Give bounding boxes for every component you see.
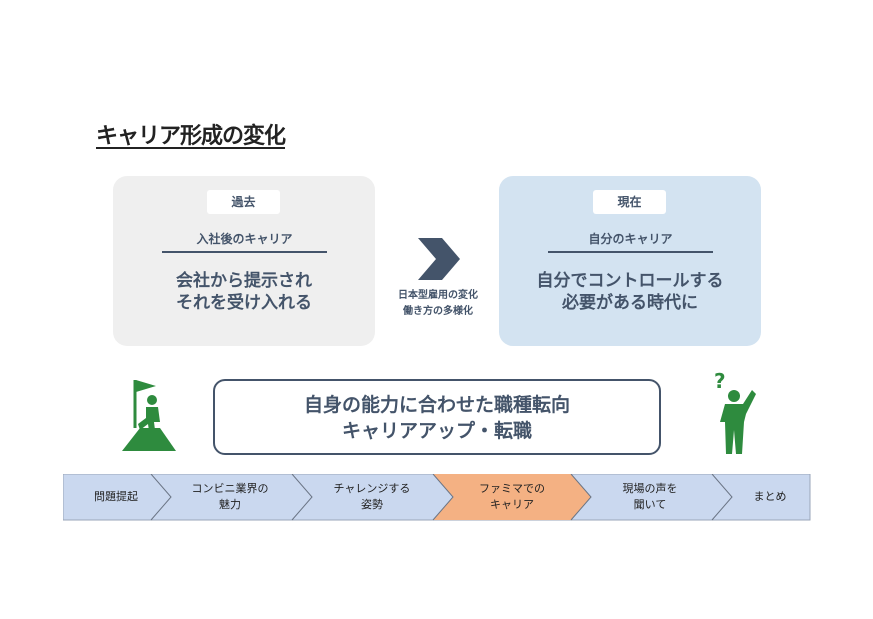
center-message: 自身の能力に合わせた職種転向キャリアアップ・転職 [213, 379, 661, 455]
past-label: 入社後のキャリア [162, 230, 327, 253]
present-badge: 現在 [593, 190, 666, 214]
past-text: 会社から提示されそれを受け入れる [176, 271, 312, 313]
page-title: キャリア形成の変化 [96, 124, 286, 149]
present-card: 現在 自分のキャリア 自分でコントロールする必要がある時代に [499, 176, 761, 346]
climber-flag-icon [122, 380, 176, 451]
step-summary[interactable]: まとめ [753, 490, 787, 503]
step-challenge[interactable]: チャレンジする姿勢 [333, 482, 411, 511]
present-label: 自分のキャリア [548, 230, 713, 253]
step-problem[interactable]: 問題提起 [94, 490, 138, 503]
past-card: 過去 入社後のキャリア 会社から提示されそれを受け入れる [113, 176, 375, 346]
step-voices[interactable]: 現場の声を聞いて [622, 482, 678, 511]
step-industry[interactable]: コンビニ業界の魅力 [191, 482, 269, 511]
progress-nav [63, 474, 811, 521]
svg-text:?: ? [714, 370, 726, 393]
chevron-right-icon [418, 238, 460, 280]
step-career-active[interactable]: ファミマでのキャリア [479, 482, 545, 511]
past-badge: 過去 [207, 190, 280, 214]
present-text: 自分でコントロールする必要がある時代に [536, 271, 724, 313]
transition-caption: 日本型雇用の変化働き方の多様化 [398, 290, 478, 317]
thinking-person-icon: ? [714, 370, 756, 454]
